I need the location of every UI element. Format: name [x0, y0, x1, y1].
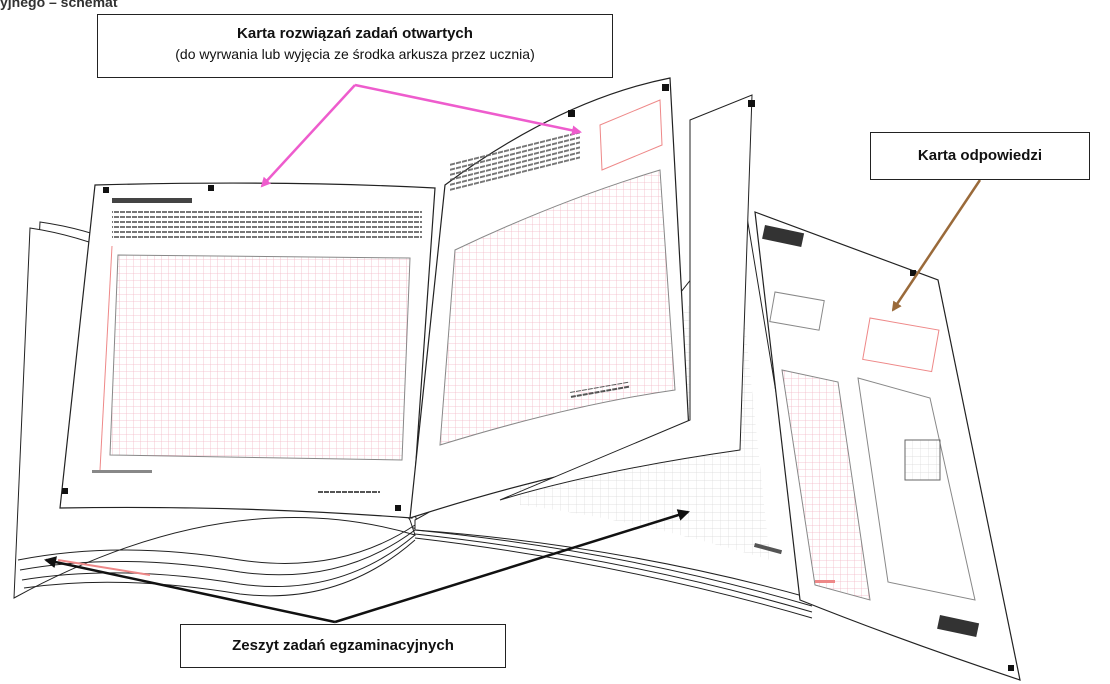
answer-card-callout: Karta odpowiedzi [870, 132, 1090, 180]
open-tasks-card-title: Karta rozwiązań zadań otwartych [237, 25, 473, 42]
open-tasks-right-page [409, 77, 691, 519]
open-tasks-left-page [59, 182, 436, 519]
open-tasks-card-subtitle: (do wyrwania lub wyjęcia ze środka arkus… [175, 46, 535, 62]
arrow-open-left [260, 84, 356, 188]
arrow-answer-card [891, 179, 982, 312]
arrow-booklet-left [44, 556, 336, 624]
answer-card-sheet [754, 211, 1021, 681]
booklet-middle-page [499, 94, 755, 501]
exam-booklet-callout: Zeszyt zadań egzaminacyjnych [180, 624, 506, 668]
header-partial-title: yjnego – schemat [0, 0, 118, 10]
exam-booklet-title: Zeszyt zadań egzaminacyjnych [232, 637, 454, 654]
arrow-booklet-right [334, 509, 690, 624]
arrow-open-right [354, 83, 582, 136]
open-tasks-card-callout: Karta rozwiązań zadań otwartych (do wyrw… [97, 14, 613, 78]
answer-card-title: Karta odpowiedzi [917, 147, 1043, 164]
